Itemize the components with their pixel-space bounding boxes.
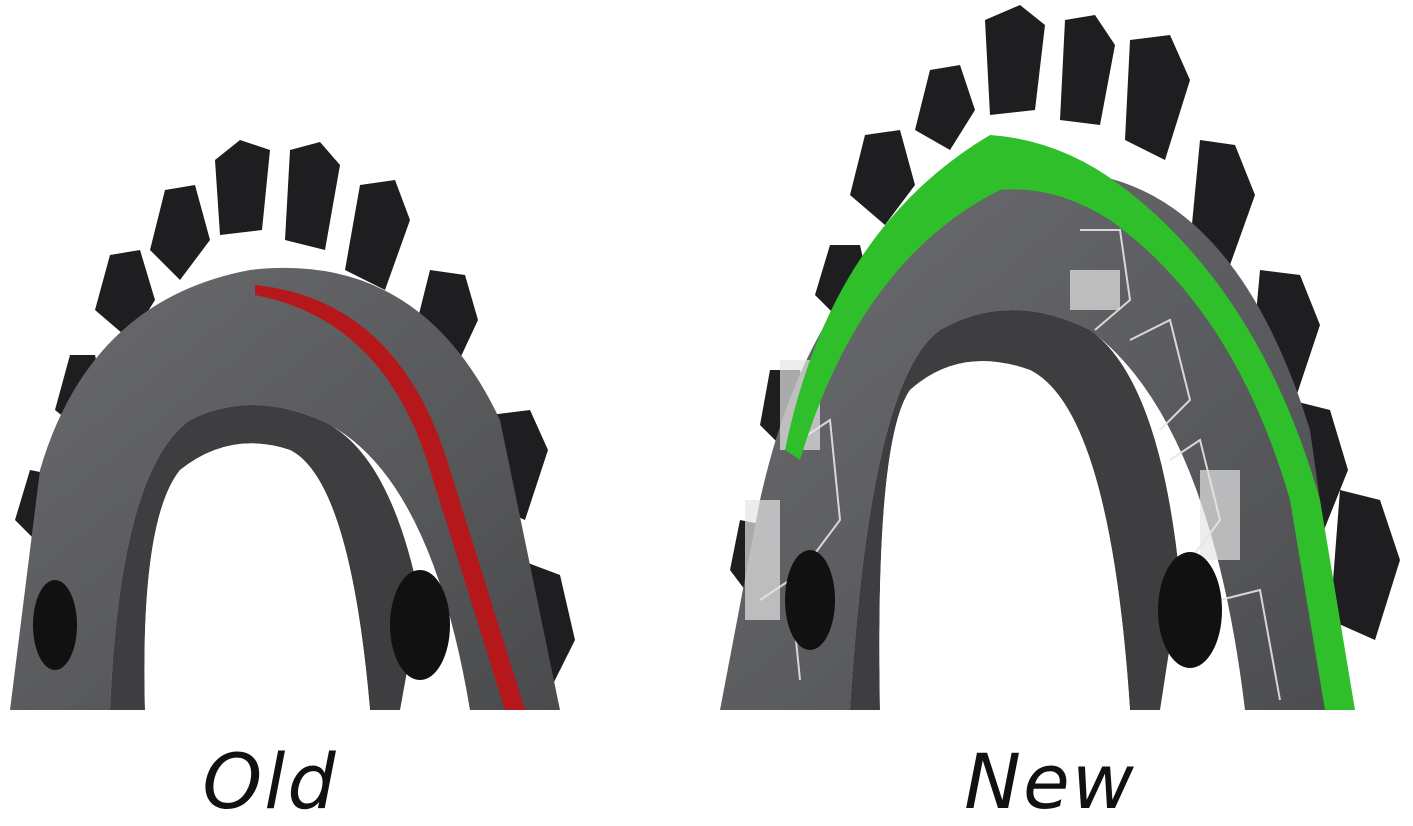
old-chainring-image xyxy=(0,0,700,710)
old-ring-body xyxy=(10,267,560,710)
old-red-edge xyxy=(255,285,525,710)
old-bolt-hole-left xyxy=(33,580,77,670)
old-inner-bevel xyxy=(110,405,420,710)
old-center-opening xyxy=(144,443,370,710)
new-chainring-svg xyxy=(720,5,1400,710)
old-bolt-hole-right xyxy=(390,570,450,680)
new-green-edge xyxy=(785,135,1355,710)
new-inner-bevel xyxy=(850,310,1180,710)
new-ring-body xyxy=(720,171,1350,710)
old-chainring-svg xyxy=(10,140,575,710)
new-center-opening xyxy=(879,361,1130,710)
new-chainring-image xyxy=(700,0,1413,710)
new-bolt-hole-left xyxy=(785,550,835,650)
caption-new: New xyxy=(964,737,1136,826)
caption-old: Old xyxy=(202,737,338,826)
new-bolt-hole-right xyxy=(1158,552,1222,668)
